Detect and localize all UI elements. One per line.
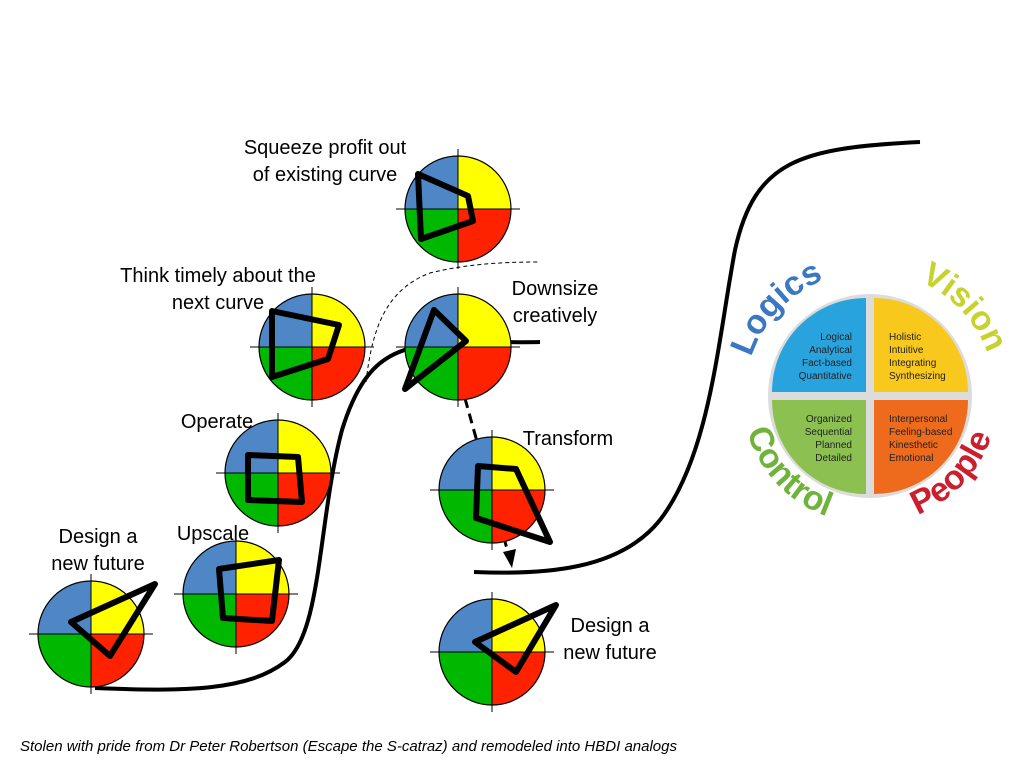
label-design-right: Design a new future (563, 615, 656, 664)
quadrant-green (439, 490, 492, 543)
profile-polygon (68, 581, 158, 659)
profile-polygon (473, 463, 553, 545)
svg-text:Design a: Design a (59, 526, 139, 548)
profile-polygon (245, 452, 305, 505)
svg-text:Upscale: Upscale (177, 523, 249, 545)
svg-text:of existing curve: of existing curve (253, 164, 398, 186)
hbdi-quadrant-people (874, 400, 968, 494)
quadrant-red (458, 347, 511, 400)
quadrant-yellow (458, 294, 511, 347)
profile-polygon (415, 171, 476, 242)
hbdi-vision-items: Holistic Intuitive Integrating Synthesiz… (889, 332, 946, 382)
svg-text:Sequential: Sequential (805, 427, 852, 438)
svg-text:next curve: next curve (172, 292, 264, 314)
wheel-operate (216, 413, 340, 533)
wheel-upscale (174, 534, 298, 654)
label-operate: Operate (181, 411, 253, 433)
hbdi-control-items: Organized Sequential Planned Detailed (805, 414, 852, 464)
svg-text:Transform: Transform (523, 428, 613, 450)
thin-dashed-curve (365, 261, 541, 383)
quadrant-red (458, 209, 511, 262)
hbdi-people-items: Interpersonal Feeling-based Kinesthetic … (889, 414, 952, 464)
label-transform: Transform (523, 428, 613, 450)
quadrant-green (439, 652, 492, 705)
svg-text:Kinesthetic: Kinesthetic (889, 440, 938, 451)
svg-text:Analytical: Analytical (809, 345, 852, 356)
label-design-left: Design a new future (51, 526, 144, 575)
hbdi-logics-items: Logical Analytical Fact-based Quantitati… (799, 332, 853, 382)
svg-text:Interpersonal: Interpersonal (889, 414, 947, 425)
dashed-arrow-head (503, 549, 516, 568)
hbdi-quadrant-logics (772, 298, 866, 392)
wheel-design-right (430, 592, 559, 712)
label-think: Think timely about the next curve (120, 265, 316, 314)
profile-polygon (269, 308, 342, 380)
svg-text:Synthesizing: Synthesizing (889, 371, 946, 382)
svg-text:Intuitive: Intuitive (889, 345, 924, 356)
svg-text:Operate: Operate (181, 411, 253, 433)
quadrant-green (38, 634, 91, 687)
label-squeeze: Squeeze profit out of existing curve (244, 137, 407, 186)
svg-text:Planned: Planned (815, 440, 852, 451)
svg-text:Squeeze profit out: Squeeze profit out (244, 137, 407, 159)
svg-text:new future: new future (51, 553, 144, 575)
svg-text:creatively: creatively (513, 305, 597, 327)
svg-text:Holistic: Holistic (889, 332, 921, 343)
quadrant-blue (439, 599, 492, 652)
svg-text:Downsize: Downsize (512, 278, 599, 300)
s-curve-right (473, 140, 921, 575)
wheel-squeeze (396, 149, 520, 269)
hbdi-model: Logical Analytical Fact-based Quantitati… (723, 253, 1015, 524)
attribution-caption: Stolen with pride from Dr Peter Robertso… (20, 738, 677, 755)
svg-text:Fact-based: Fact-based (802, 358, 852, 369)
profile-polygon (216, 557, 282, 624)
wheel-transform (430, 430, 554, 550)
quadrant-blue (225, 420, 278, 473)
quadrant-yellow (492, 599, 545, 652)
svg-text:Think timely about the: Think timely about the (120, 265, 316, 287)
quadrant-yellow (312, 294, 365, 347)
wheel-design-left (29, 574, 158, 694)
svg-text:Emotional: Emotional (889, 453, 933, 464)
profile-polygon (472, 602, 559, 675)
svg-text:Design a: Design a (571, 615, 651, 637)
label-downsize: Downsize creatively (512, 278, 599, 327)
svg-text:Organized: Organized (806, 414, 852, 425)
svg-text:Integrating: Integrating (889, 358, 936, 369)
wheel-think (250, 287, 374, 407)
wheel-downsize (396, 287, 520, 407)
quadrant-yellow (458, 156, 511, 209)
quadrant-yellow (278, 420, 331, 473)
profile-polygon (402, 307, 469, 392)
svg-text:Logical: Logical (820, 332, 852, 343)
hbdi-quadrant-vision (874, 298, 968, 392)
svg-text:Quantitative: Quantitative (799, 371, 853, 382)
svg-text:Detailed: Detailed (815, 453, 852, 464)
svg-text:new future: new future (563, 642, 656, 664)
quadrant-yellow (492, 437, 545, 490)
label-upscale: Upscale (177, 523, 249, 545)
hbdi-quadrant-control (772, 400, 866, 494)
svg-text:Feeling-based: Feeling-based (889, 427, 952, 438)
quadrant-blue (38, 581, 91, 634)
